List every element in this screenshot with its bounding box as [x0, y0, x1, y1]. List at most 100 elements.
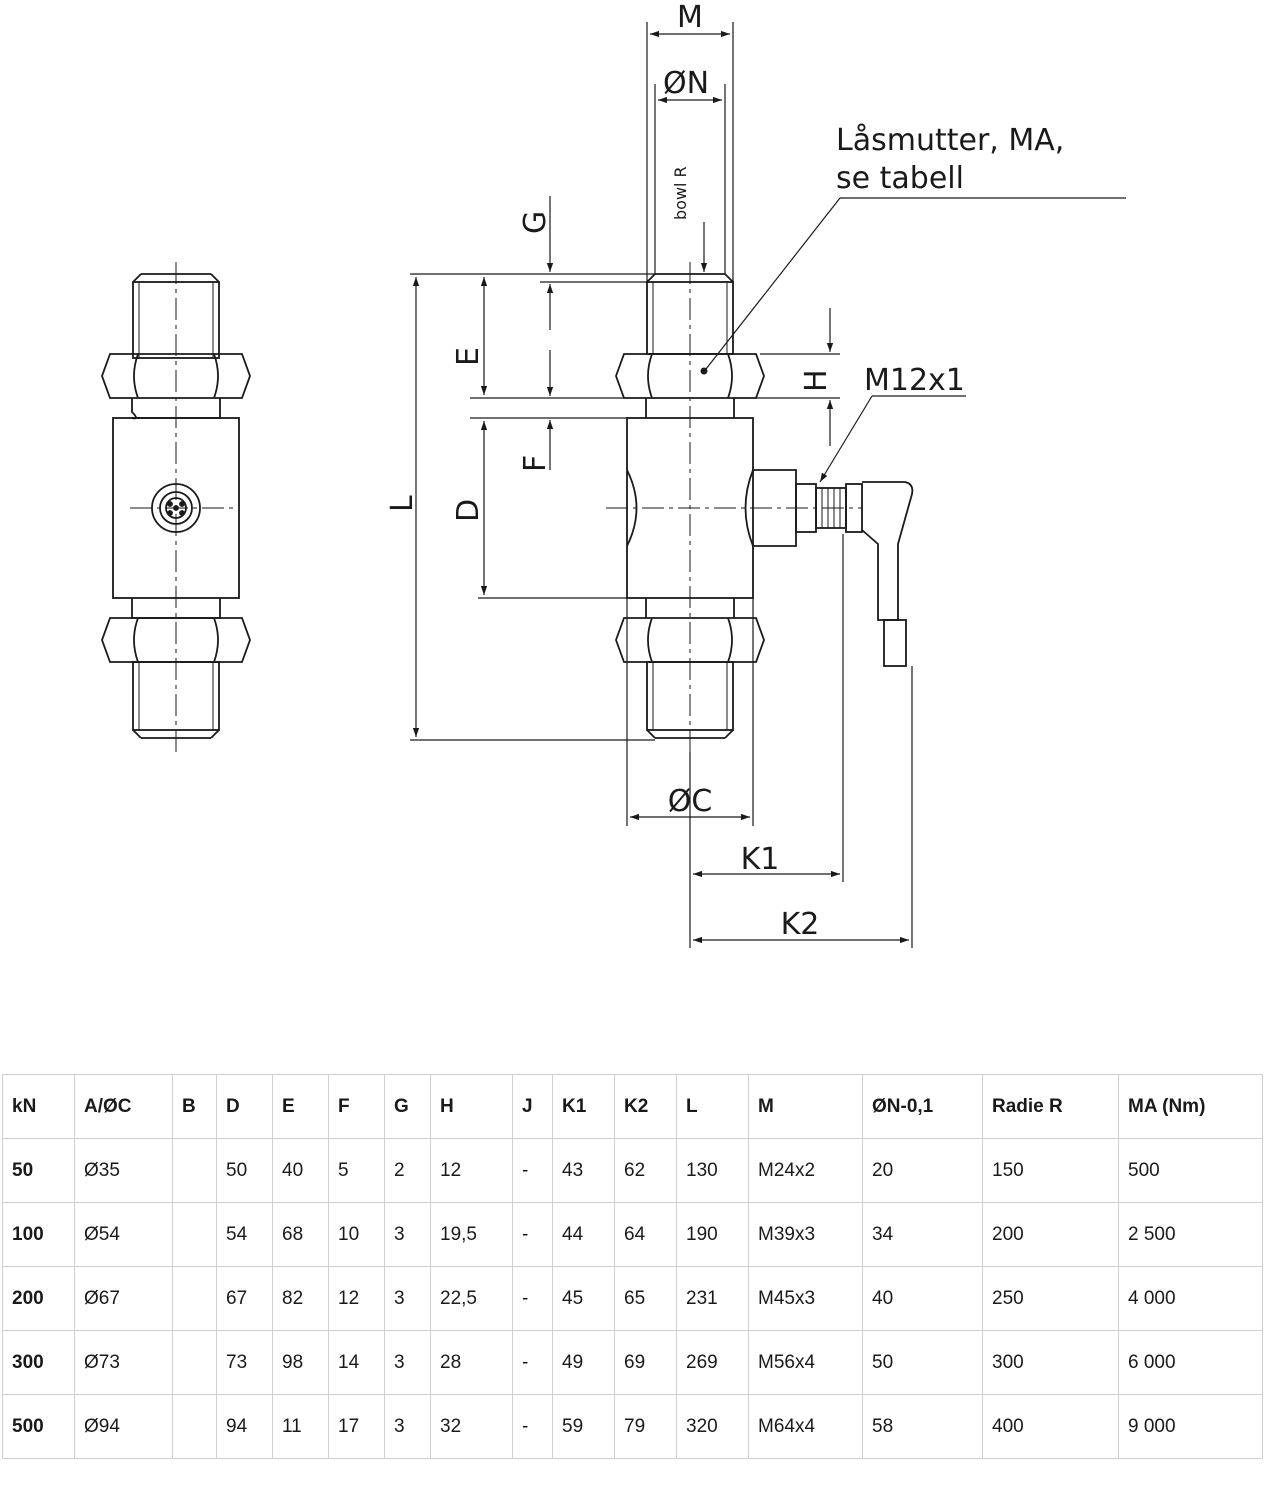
table-cell: 130	[676, 1138, 749, 1203]
table-cell: 5	[328, 1138, 385, 1203]
table-cell: -	[512, 1138, 553, 1203]
column-header: K1	[552, 1074, 615, 1139]
table-cell: 2 500	[1118, 1202, 1263, 1267]
column-header: kN	[2, 1074, 75, 1139]
label-M: M	[677, 0, 703, 35]
label-K1: K1	[741, 842, 780, 877]
table-cell: 190	[676, 1202, 749, 1267]
column-header: D	[216, 1074, 273, 1139]
label-H: H	[799, 369, 834, 392]
table-cell: 269	[676, 1330, 749, 1395]
table-cell: 94	[216, 1394, 273, 1459]
table-cell: 12	[328, 1266, 385, 1331]
table-cell: 10	[328, 1202, 385, 1267]
table-cell: -	[512, 1330, 553, 1395]
table-cell: 32	[430, 1394, 513, 1459]
table-cell	[172, 1202, 217, 1267]
table-cell: 50	[862, 1330, 983, 1395]
table-cell: M45x3	[748, 1266, 863, 1331]
front-view	[606, 262, 914, 752]
table-cell: -	[512, 1202, 553, 1267]
label-lock-nut-line2: se tabell	[836, 161, 964, 196]
table-cell: 98	[272, 1330, 329, 1395]
table-cell: 79	[614, 1394, 677, 1459]
column-header: J	[512, 1074, 553, 1139]
label-E: E	[451, 347, 486, 366]
column-header: A/ØC	[74, 1074, 173, 1139]
table-cell	[172, 1138, 217, 1203]
table-cell: 200	[2, 1266, 75, 1331]
column-header: H	[430, 1074, 513, 1139]
label-N: ØN	[663, 66, 709, 101]
side-view	[101, 262, 251, 752]
table-cell: M39x3	[748, 1202, 863, 1267]
table-cell: 6 000	[1118, 1330, 1263, 1395]
label-bowl-R: bowl R	[671, 166, 690, 220]
column-header: G	[384, 1074, 431, 1139]
table-cell: 59	[552, 1394, 615, 1459]
technical-drawing: M ØN bowl R G E F D L H ØC K1 K2 M12x1 L…	[101, 0, 1126, 948]
table-cell: 2	[384, 1138, 431, 1203]
table-cell: 3	[384, 1394, 431, 1459]
column-header: Radie R	[982, 1074, 1119, 1139]
table-cell: 22,5	[430, 1266, 513, 1331]
table-cell: 300	[2, 1330, 75, 1395]
table-cell: 19,5	[430, 1202, 513, 1267]
label-L: L	[385, 495, 420, 512]
label-C: ØC	[668, 784, 713, 819]
table-cell: Ø94	[74, 1394, 173, 1459]
label-D: D	[451, 499, 486, 522]
dimension-lines	[410, 22, 1126, 948]
table-cell: Ø54	[74, 1202, 173, 1267]
table-cell: 14	[328, 1330, 385, 1395]
table-cell: 4 000	[1118, 1266, 1263, 1331]
table-cell: 67	[216, 1266, 273, 1331]
column-header: B	[172, 1074, 217, 1139]
column-header: K2	[614, 1074, 677, 1139]
table-cell: Ø67	[74, 1266, 173, 1331]
table-cell: M64x4	[748, 1394, 863, 1459]
table-cell: 300	[982, 1330, 1119, 1395]
table-cell: 500	[2, 1394, 75, 1459]
table-cell: M56x4	[748, 1330, 863, 1395]
table-cell: 500	[1118, 1138, 1263, 1203]
label-lock-nut-line1: Låsmutter, MA,	[836, 123, 1064, 158]
table-cell: 100	[2, 1202, 75, 1267]
table-cell: 49	[552, 1330, 615, 1395]
table-cell	[172, 1394, 217, 1459]
table-cell: 54	[216, 1202, 273, 1267]
table-cell: 17	[328, 1394, 385, 1459]
table-cell: 12	[430, 1138, 513, 1203]
label-K2: K2	[781, 907, 820, 942]
table-cell: Ø35	[74, 1138, 173, 1203]
table-cell: 68	[272, 1202, 329, 1267]
table-cell: 64	[614, 1202, 677, 1267]
table-cell: 320	[676, 1394, 749, 1459]
table-cell: 82	[272, 1266, 329, 1331]
table-cell: -	[512, 1394, 553, 1459]
column-header: MA (Nm)	[1118, 1074, 1263, 1139]
table-cell: 3	[384, 1202, 431, 1267]
table-cell: 58	[862, 1394, 983, 1459]
table-cell	[172, 1330, 217, 1395]
table-cell: M24x2	[748, 1138, 863, 1203]
table-cell: Ø73	[74, 1330, 173, 1395]
table-cell: 65	[614, 1266, 677, 1331]
label-G: G	[518, 211, 553, 234]
column-header: F	[328, 1074, 385, 1139]
table-cell: 50	[216, 1138, 273, 1203]
table-cell: 20	[862, 1138, 983, 1203]
column-header: ØN-0,1	[862, 1074, 983, 1139]
column-header: E	[272, 1074, 329, 1139]
table-cell: 200	[982, 1202, 1119, 1267]
table-cell: 62	[614, 1138, 677, 1203]
table-cell: 231	[676, 1266, 749, 1331]
table-cell: 69	[614, 1330, 677, 1395]
